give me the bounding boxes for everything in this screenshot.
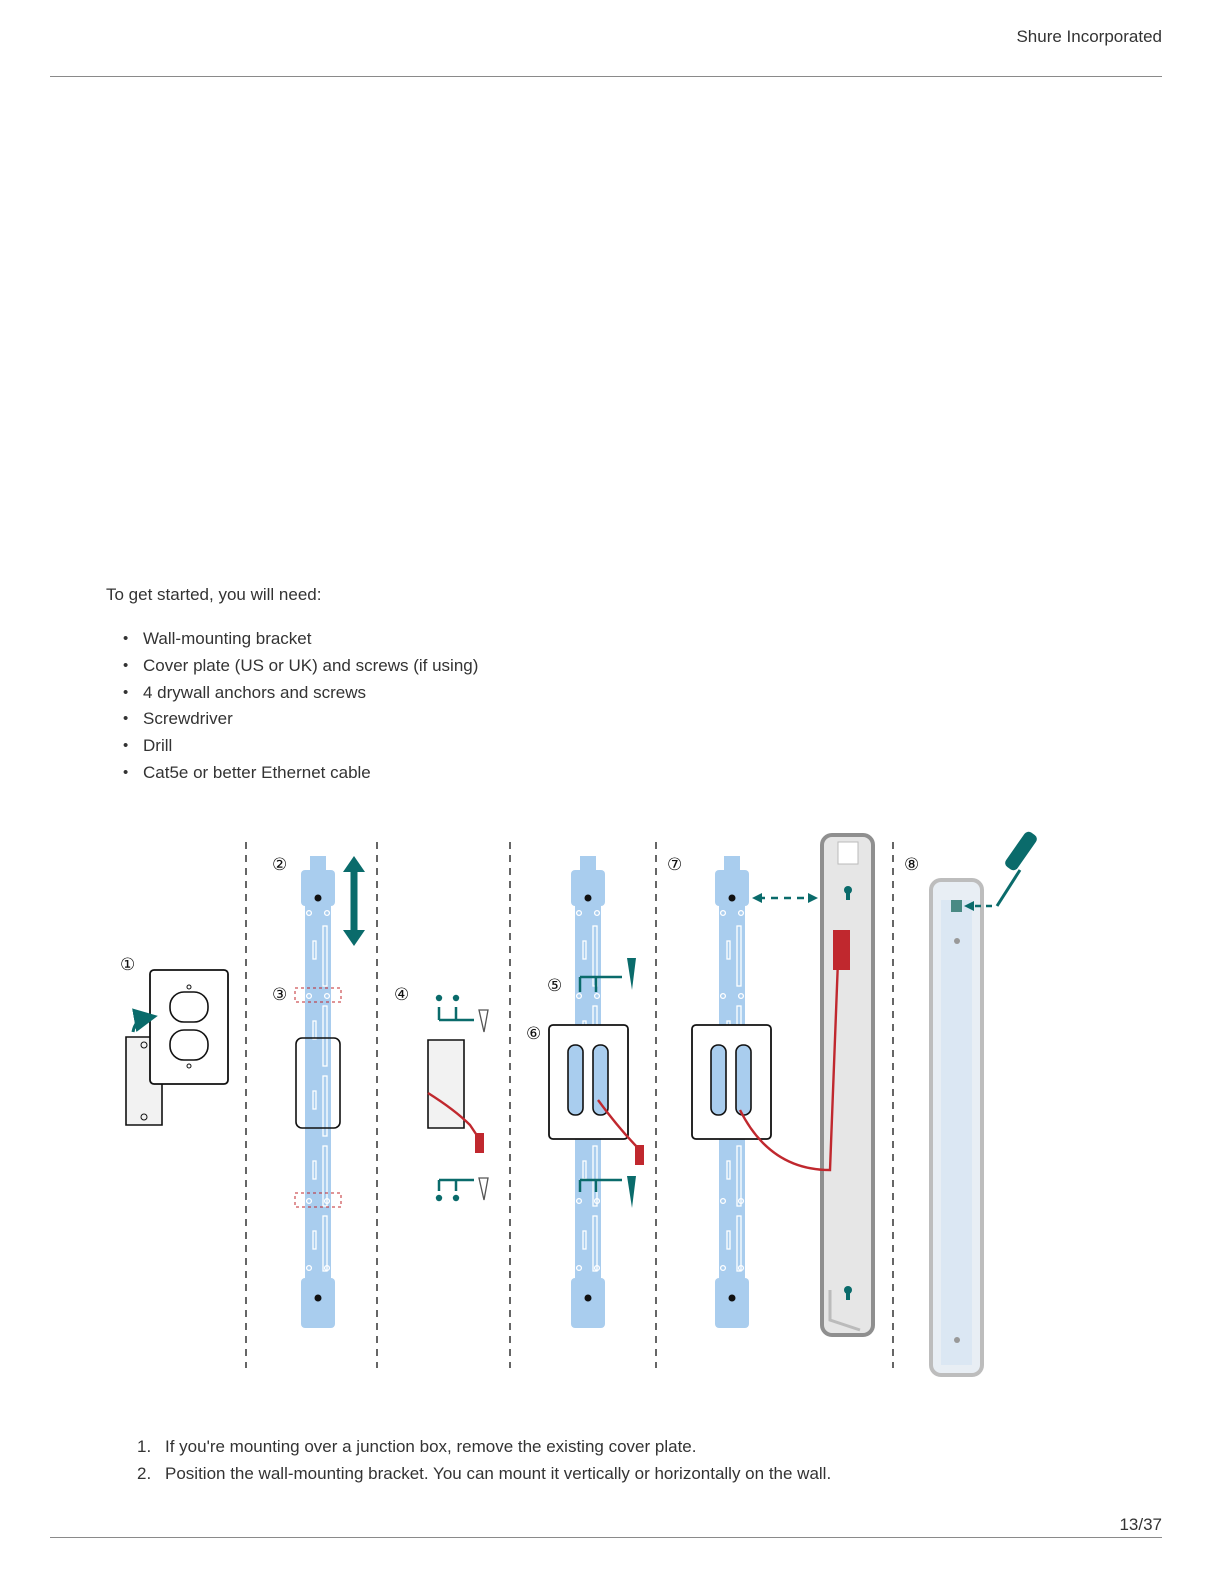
list-item: Cat5e or better Ethernet cable (106, 761, 478, 788)
marker-5: ⑤ (547, 976, 562, 996)
step-number: 2. (137, 1464, 152, 1483)
header-divider (50, 76, 1162, 77)
list-item: Drill (106, 734, 478, 761)
header-company: Shure Incorporated (1016, 27, 1162, 46)
list-item: Screwdriver (106, 707, 478, 734)
list-item: 4 drywall anchors and screws (106, 681, 478, 708)
instruction-steps: 1. If you're mounting over a junction box… (137, 1435, 831, 1489)
list-item: 1. If you're mounting over a junction box… (137, 1435, 831, 1462)
marker-1: ① (120, 955, 135, 975)
step-number: 1. (137, 1437, 152, 1456)
marker-7: ⑦ (667, 855, 682, 875)
list-item: 2. Position the wall-mounting bracket. Yo… (137, 1462, 831, 1489)
marker-4: ④ (394, 985, 409, 1005)
junction-box-panel (125, 969, 229, 1126)
step-text: If you're mounting over a junction box, … (165, 1437, 697, 1456)
bracket-with-plate-panel (548, 855, 644, 1329)
anchors-panel (427, 994, 489, 1202)
final-install-panel (929, 831, 1037, 1377)
step-text: Position the wall-mounting bracket. You … (165, 1464, 832, 1483)
bracket-position-panel (294, 855, 365, 1329)
intro-text: To get started, you will need: (106, 585, 322, 604)
marker-3: ③ (272, 985, 287, 1005)
page-number: 13/37 (1119, 1515, 1162, 1534)
marker-6: ⑥ (526, 1024, 541, 1044)
device-attach-panel (691, 833, 875, 1337)
marker-8: ⑧ (904, 855, 919, 875)
requirements-list: Wall-mounting bracket Cover plate (US or… (106, 627, 478, 788)
list-item: Wall-mounting bracket (106, 627, 478, 654)
footer-divider (50, 1537, 1162, 1538)
list-item: Cover plate (US or UK) and screws (if us… (106, 654, 478, 681)
marker-2: ② (272, 855, 287, 875)
step-markers: ① ② ③ ④ ⑤ ⑥ ⑦ ⑧ (120, 855, 919, 1044)
mounting-diagram: ① ② ③ ④ ⑤ ⑥ ⑦ ⑧ (120, 831, 1037, 1377)
